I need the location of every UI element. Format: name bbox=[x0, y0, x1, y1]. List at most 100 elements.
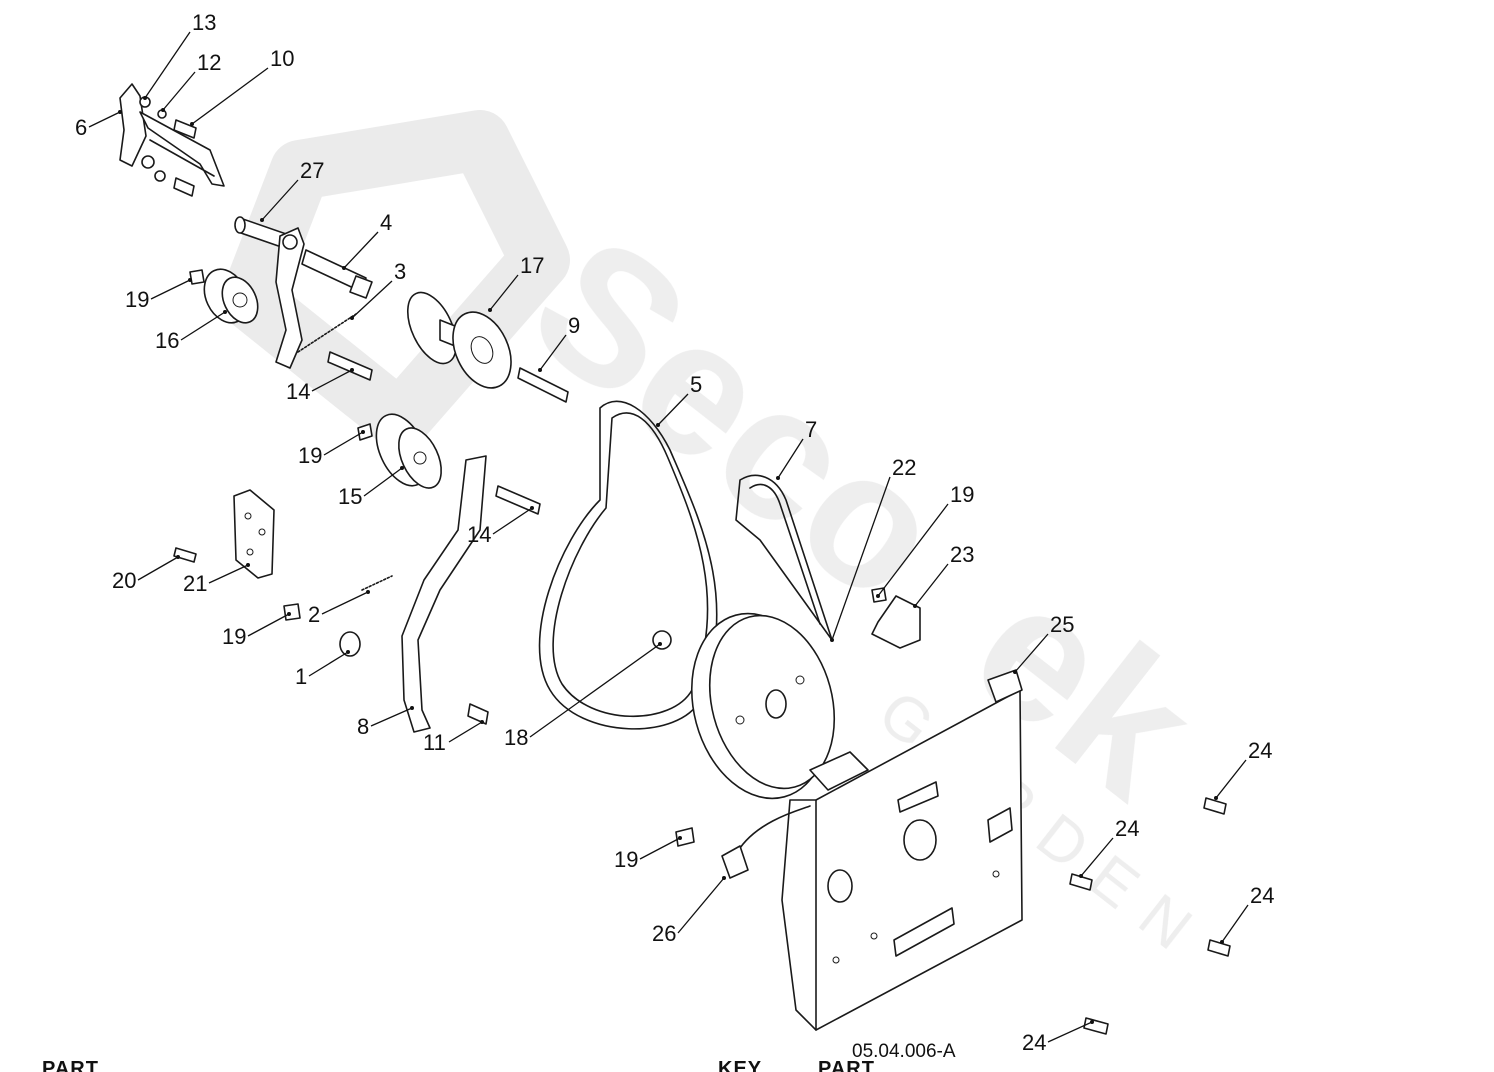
callout-number: 16 bbox=[155, 328, 179, 353]
callout-arrow bbox=[342, 266, 346, 270]
pivot-arm-assembly bbox=[234, 216, 373, 369]
callout-number: 8 bbox=[357, 714, 369, 739]
callout-number: 21 bbox=[183, 571, 207, 596]
drawing-code: 05.04.006-A bbox=[852, 1041, 956, 1062]
callout-leader bbox=[261, 179, 299, 221]
callout-arrow bbox=[913, 604, 917, 608]
callout-arrow bbox=[410, 706, 414, 710]
lever-arm-8 bbox=[283, 455, 487, 733]
callout-number: 6 bbox=[75, 115, 87, 140]
callout-arrow bbox=[656, 423, 660, 427]
callout-number: 19 bbox=[614, 847, 638, 872]
callout-arrow bbox=[246, 563, 250, 567]
callout-number: 24 bbox=[1250, 883, 1274, 908]
callout-leader bbox=[162, 71, 196, 111]
callout-arrow bbox=[530, 506, 534, 510]
callout-leader bbox=[351, 280, 393, 319]
callout-leader bbox=[137, 556, 179, 581]
callout-arrow bbox=[776, 476, 780, 480]
callout-number: 22 bbox=[892, 455, 916, 480]
callout-leader bbox=[343, 231, 379, 269]
callout-leader bbox=[831, 476, 891, 641]
callout-arrow bbox=[118, 110, 122, 114]
belt-7 bbox=[735, 474, 833, 641]
callout-number: 1 bbox=[295, 664, 307, 689]
callout-leader bbox=[489, 274, 519, 311]
callout-number: 26 bbox=[652, 921, 676, 946]
callout-leader bbox=[1080, 837, 1114, 877]
callout-arrow bbox=[1079, 874, 1083, 878]
callout-number: 18 bbox=[504, 725, 528, 750]
callout-arrow bbox=[658, 642, 662, 646]
callout-arrow bbox=[188, 278, 192, 282]
callout-number: 2 bbox=[308, 602, 320, 627]
callout-arrow bbox=[176, 555, 180, 559]
parts-table-heading-left: PART bbox=[42, 1058, 99, 1072]
callout-leader bbox=[363, 467, 403, 497]
callout-leader bbox=[1221, 904, 1249, 943]
callout-leader bbox=[777, 438, 804, 479]
callout-number: 9 bbox=[568, 313, 580, 338]
callout-arrow bbox=[260, 218, 264, 222]
callout-leader bbox=[492, 507, 533, 535]
callout-number: 24 bbox=[1115, 816, 1139, 841]
callout-leader bbox=[308, 651, 349, 677]
callout-leader bbox=[657, 393, 689, 426]
callout-number: 25 bbox=[1050, 612, 1074, 637]
callout-leader bbox=[639, 837, 681, 860]
callout-arrow bbox=[1013, 670, 1017, 674]
callout-number: 23 bbox=[950, 542, 974, 567]
idler-pulley-16 bbox=[189, 268, 259, 324]
callout-number: 7 bbox=[805, 417, 817, 442]
callout-number: 20 bbox=[112, 568, 136, 593]
callout-arrow bbox=[143, 96, 147, 100]
callout-arrow bbox=[480, 720, 484, 724]
callout-number: 27 bbox=[300, 158, 324, 183]
callout-leader bbox=[877, 503, 949, 597]
callout-arrow bbox=[366, 590, 370, 594]
callout-number: 19 bbox=[222, 624, 246, 649]
callout-leader bbox=[150, 279, 191, 300]
callout-number: 3 bbox=[394, 259, 406, 284]
callout-leader bbox=[144, 31, 191, 99]
callout-number: 5 bbox=[690, 372, 702, 397]
callout-number: 4 bbox=[380, 210, 392, 235]
callout-arrow bbox=[830, 638, 834, 642]
callout-arrow bbox=[538, 368, 542, 372]
callout-number: 24 bbox=[1022, 1030, 1046, 1055]
callout-arrow bbox=[1090, 1020, 1094, 1024]
callout-arrow bbox=[1220, 940, 1224, 944]
callout-leader bbox=[323, 431, 364, 456]
callout-arrow bbox=[722, 876, 726, 880]
callout-leader bbox=[247, 613, 290, 637]
callout-number: 10 bbox=[270, 46, 294, 71]
parts-table-heading-right: PART bbox=[818, 1058, 875, 1072]
callout-number: 15 bbox=[338, 484, 362, 509]
callout-leader bbox=[1014, 633, 1049, 673]
callout-arrow bbox=[876, 594, 880, 598]
callout-arrow bbox=[287, 612, 291, 616]
callout-number: 14 bbox=[286, 379, 310, 404]
callout-leader bbox=[180, 311, 226, 341]
double-pulley-17 bbox=[406, 291, 512, 389]
callout-number: 17 bbox=[520, 253, 544, 278]
plate-21 bbox=[173, 489, 275, 579]
bolts bbox=[327, 351, 569, 725]
callout-arrow bbox=[350, 368, 354, 372]
callout-leader bbox=[311, 369, 353, 392]
callout-number: 11 bbox=[423, 730, 446, 755]
callout-arrow bbox=[400, 466, 404, 470]
callout-arrow bbox=[350, 316, 354, 320]
parts-table-heading-key: KEY bbox=[718, 1058, 763, 1072]
callout-arrow bbox=[346, 650, 350, 654]
callout-arrow bbox=[190, 122, 194, 126]
callout-leader bbox=[321, 591, 369, 615]
mounting-plate bbox=[675, 669, 1023, 1031]
callout-number: 13 bbox=[192, 10, 216, 35]
callout-leader bbox=[539, 334, 567, 371]
callout-leader bbox=[529, 643, 661, 738]
callout-number: 14 bbox=[467, 522, 491, 547]
callout-leader bbox=[208, 564, 249, 584]
callout-number: 19 bbox=[125, 287, 149, 312]
